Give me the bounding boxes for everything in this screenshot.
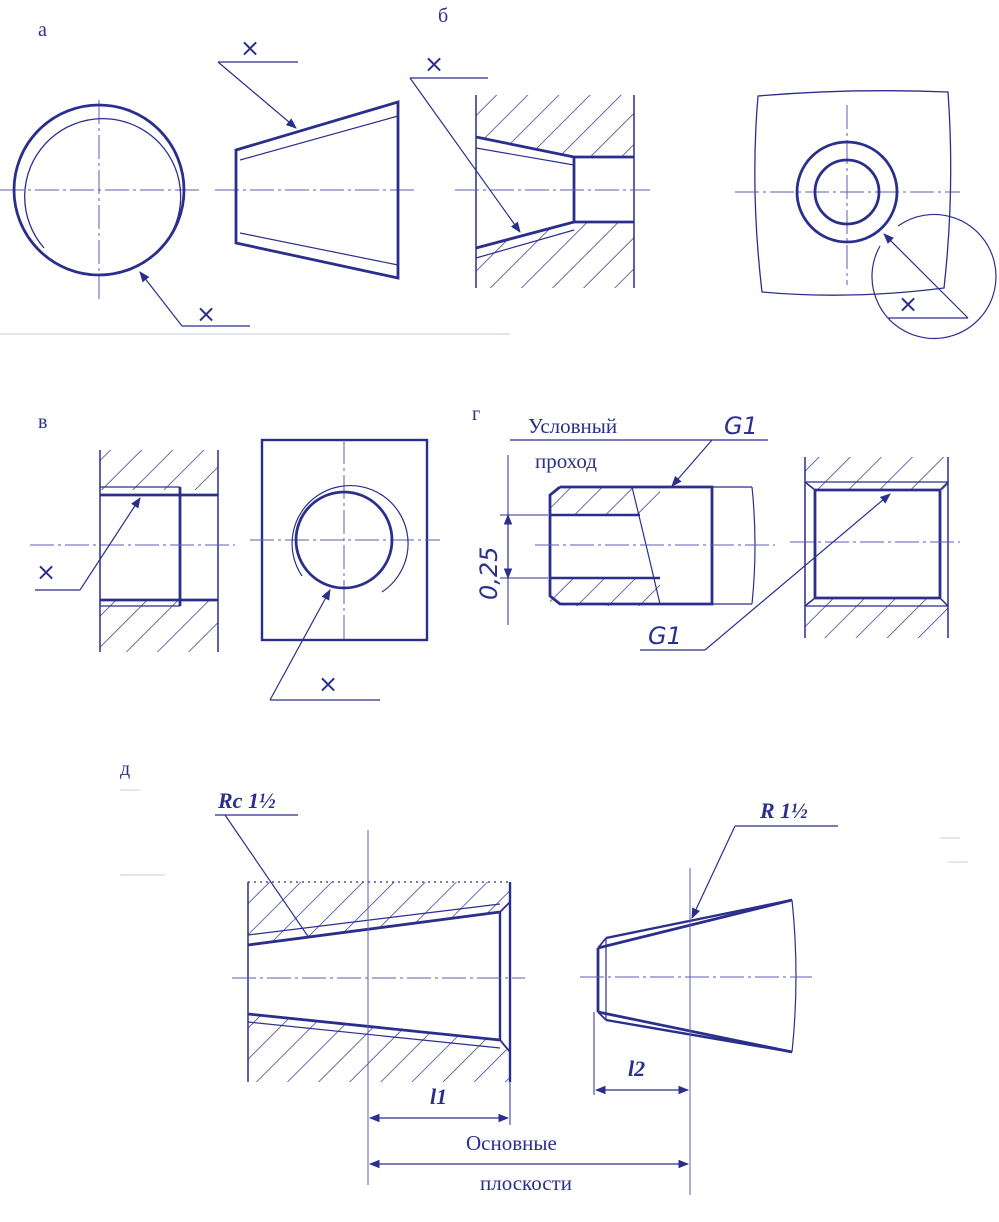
cylindrical-hole-section: × xyxy=(30,450,235,652)
thread-sign-b1: × xyxy=(424,50,444,78)
basic-planes-line1: Основные xyxy=(466,1131,557,1155)
threaded-hole-end-view: × xyxy=(735,90,997,340)
thread-sign-v1: × xyxy=(36,558,56,586)
conical-rod-side-view: × xyxy=(215,34,415,280)
threaded-hole-section-g: G1 xyxy=(640,457,960,651)
panel-v-label: в xyxy=(38,411,47,433)
panel-d-label: д xyxy=(120,758,130,780)
external-thread-label: R 1½ xyxy=(759,798,808,823)
designation-g1-top: G1 xyxy=(724,412,758,440)
panel-a-label: а xyxy=(38,19,47,41)
panel-b-label: б xyxy=(438,5,448,27)
panel-g-label: г xyxy=(472,403,480,425)
note-conditional-line1: Условный xyxy=(528,414,617,438)
conical-hole-section-d xyxy=(232,881,525,1082)
dimension-0-25: 0,25 xyxy=(475,455,548,625)
thread-sign-v2: × xyxy=(318,670,338,698)
external-thread-end-view: × xyxy=(0,100,250,328)
panel-d: д Rc 1½ R 1½ xyxy=(120,758,968,1195)
dimension-value: 0,25 xyxy=(475,547,503,600)
conical-rod-side-d xyxy=(580,898,812,1054)
internal-thread-label: Rc 1½ xyxy=(217,788,276,813)
note-conditional-line2: проход xyxy=(535,449,597,473)
panel-b: б × × xyxy=(0,5,997,340)
panel-v: в × × xyxy=(30,411,440,701)
basic-planes-dimensions: l1 l2 Основные плоскости xyxy=(367,830,691,1195)
panel-g: г Условный проход G1 0,25 xyxy=(472,403,960,651)
length-l1: l1 xyxy=(430,1084,447,1109)
designation-g1-bottom: G1 xyxy=(648,622,682,650)
panel-a: а × × xyxy=(0,19,415,328)
threaded-pipe-section xyxy=(535,485,775,606)
plate-hole-view: × xyxy=(250,438,440,701)
thread-sign-a1: × xyxy=(196,300,216,328)
length-l2: l2 xyxy=(628,1056,645,1081)
thread-sign-a2: × xyxy=(240,34,260,62)
thread-sign-b2: × xyxy=(898,290,918,318)
basic-planes-line2: плоскости xyxy=(480,1171,572,1195)
conical-hole-section: × xyxy=(409,50,650,288)
